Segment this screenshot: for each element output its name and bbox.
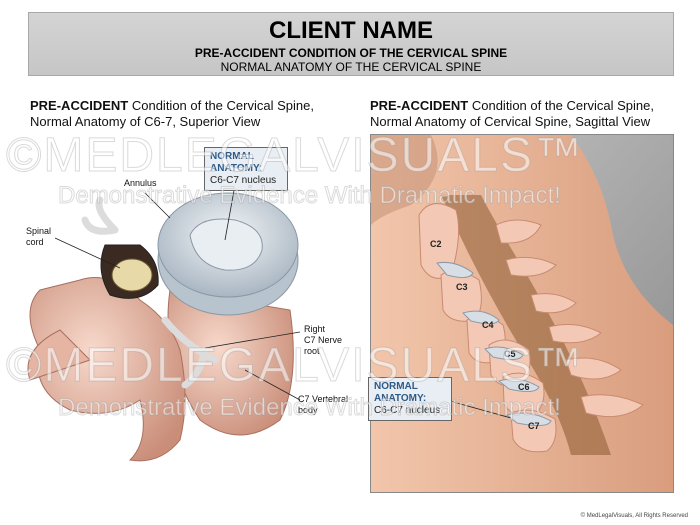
jaw-shadow [371, 135, 438, 225]
left-title-bold: PRE-ACCIDENT [30, 98, 129, 113]
left-callout-title: NORMAL ANATOMY: [210, 151, 263, 174]
right-panel-title: PRE-ACCIDENT Condition of the Cervical S… [370, 98, 690, 130]
left-panel-title: PRE-ACCIDENT Condition of the Cervical S… [30, 98, 350, 130]
label-spinal-cord: Spinal cord [26, 226, 51, 248]
label-c6: C6 [518, 382, 530, 392]
sagittal-illustration [371, 135, 673, 492]
label-c4: C4 [482, 320, 494, 330]
title-subtitle: PRE-ACCIDENT CONDITION OF THE CERVICAL S… [194, 46, 508, 60]
right-callout-text: C6-C7 nucleus [374, 405, 441, 416]
vertebra-c2 [418, 203, 460, 279]
label-c3: C3 [456, 282, 468, 292]
left-callout-text: C6-C7 nucleus [210, 175, 277, 186]
nerve-root-right [161, 316, 219, 389]
nucleus [189, 218, 263, 271]
label-c7-nerve: C7 Nerve [304, 335, 343, 345]
label-c5: C5 [504, 349, 516, 359]
right-title-rest: Condition of the Cervical Spine, [468, 98, 654, 113]
left-title-rest: Condition of the Cervical Spine, [128, 98, 314, 113]
label-root: root [304, 346, 320, 356]
label-body: body [298, 405, 318, 415]
title-block: CLIENT NAME PRE-ACCIDENT CONDITION OF TH… [28, 12, 674, 76]
disc-c2-c3 [436, 262, 474, 279]
label-annulus: Annulus [124, 178, 157, 188]
sagittal-view-image [370, 134, 674, 493]
label-c7-vertebral: C7 Vertebral [298, 394, 349, 404]
disc-c5-c6 [497, 378, 540, 393]
disc-c6-c7 [505, 412, 552, 427]
right-callout: NORMAL ANATOMY: C6-C7 nucleus [368, 377, 452, 421]
left-callout: NORMAL ANATOMY: C6-C7 nucleus [204, 147, 288, 191]
spinal-cord [111, 258, 153, 292]
disc-c4-c5 [484, 346, 524, 361]
client-name: CLIENT NAME [269, 17, 433, 44]
label-right: Right [304, 324, 326, 334]
superior-view-illustration [27, 184, 301, 462]
copyright-notice: © MedLegalVisuals, All Rights Reserved [580, 513, 688, 519]
label-spinal: Spinal [26, 226, 52, 236]
label-c2: C2 [430, 239, 442, 249]
label-vertebral-body: C7 Vertebral body [298, 394, 348, 416]
left-title-line2: Normal Anatomy of C6-7, Superior View [30, 114, 261, 129]
discs-group [436, 262, 552, 427]
label-nerve-root: Right C7 Nerve root [304, 324, 342, 357]
title-subtitle-2: NORMAL ANATOMY OF THE CERVICAL SPINE [220, 60, 482, 74]
spinous-process [27, 329, 91, 381]
right-title-line2: Normal Anatomy of Cervical Spine, Sagitt… [370, 114, 651, 129]
right-title-bold: PRE-ACCIDENT [370, 98, 469, 113]
nerve-root-left [81, 196, 119, 235]
label-c7: C7 [528, 421, 540, 431]
spinal-column-shadow [441, 195, 611, 455]
label-cord: cord [26, 237, 44, 247]
right-callout-title: NORMAL ANATOMY: [374, 381, 427, 404]
disc-c3-c4 [462, 310, 500, 325]
